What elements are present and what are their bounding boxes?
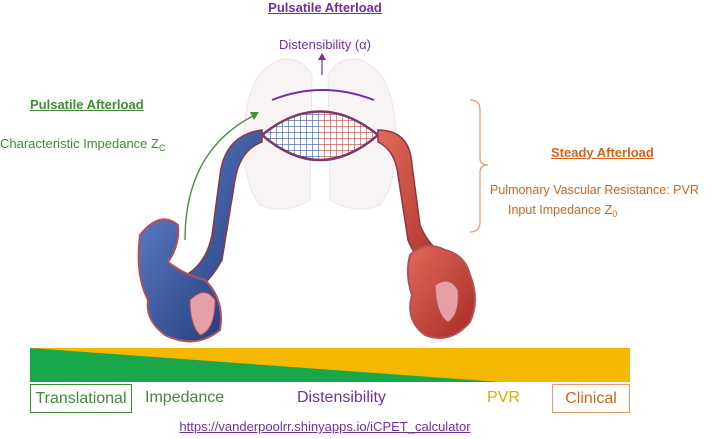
pvr-label: Pulmonary Vascular Resistance: PVR [490, 183, 699, 197]
pulsatile-afterload-title: Pulsatile Afterload [30, 97, 144, 112]
translational-box: Translational [30, 384, 132, 413]
steady-bracket [470, 100, 488, 232]
characteristic-impedance-label: Characteristic Impedance ZC [0, 136, 165, 153]
impedance-label: Impedance [145, 389, 224, 407]
distensibility-spectrum-label: Distensibility [297, 389, 386, 407]
pvr-spectrum-label: PVR [487, 389, 520, 407]
calculator-link[interactable]: https://vanderpoolrr.shinyapps.io/iCPET_… [0, 419, 650, 434]
steady-afterload-title: Steady Afterload [551, 145, 654, 160]
distensibility-label: Distensibility (α) [0, 37, 650, 52]
clinical-box: Clinical [552, 384, 630, 413]
top-title: Pulsatile Afterload [0, 0, 650, 15]
input-impedance-label: Input Impedance Z0 [508, 203, 617, 219]
